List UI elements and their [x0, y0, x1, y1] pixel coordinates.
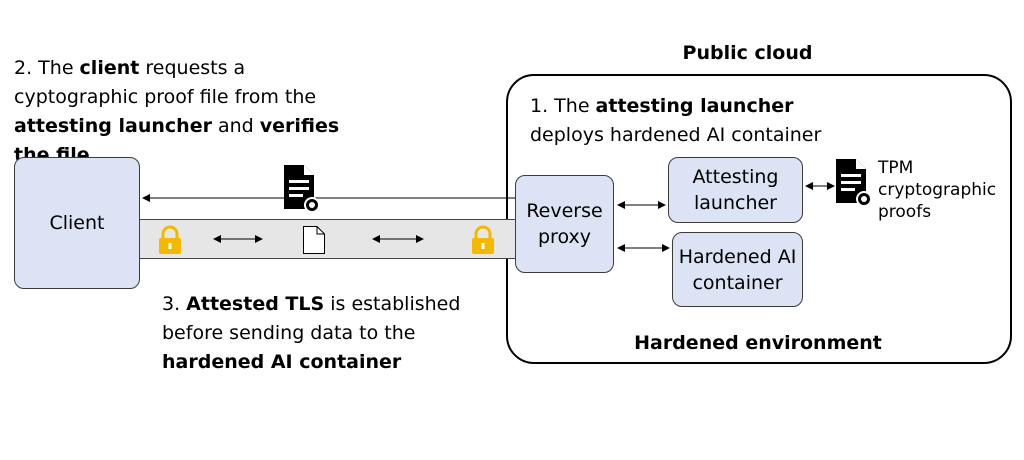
- attesting-launcher-node: Attesting launcher: [668, 157, 803, 223]
- lock-icon: [472, 225, 494, 254]
- lock-icon: [159, 225, 181, 254]
- certificate-document-icon: [836, 159, 872, 207]
- tpm-proofs-label: TPM cryptographic proofs: [878, 158, 997, 222]
- certificate-document-icon: [284, 165, 320, 213]
- public-cloud-label: Public cloud: [682, 42, 813, 64]
- hardened-ai-container-node: Hardened AI container: [672, 232, 803, 307]
- step1-annotation: 1. The attesting launcher deploys harden…: [530, 95, 822, 146]
- hardened-environment-label: Hardened environment: [634, 332, 882, 354]
- reverse-proxy-node: Reverse proxy: [515, 175, 614, 273]
- attested-tls-tunnel: [139, 219, 517, 259]
- step3-annotation: 3. Attested TLS is established before se…: [162, 293, 461, 373]
- document-icon: [303, 226, 325, 254]
- client-node: Client: [14, 157, 140, 289]
